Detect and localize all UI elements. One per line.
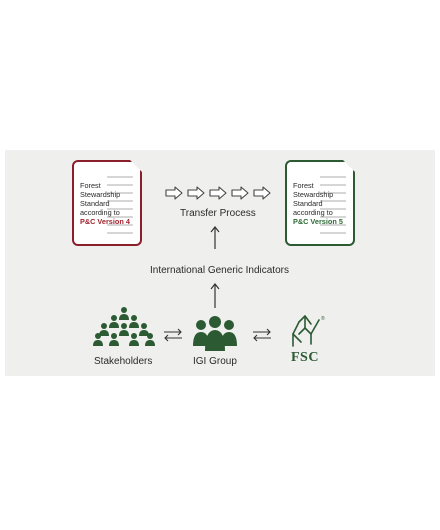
international-generic-indicators-label: International Generic Indicators (150, 265, 289, 276)
transfer-arrows-icon (165, 186, 273, 200)
igi-group-label: IGI Group (193, 356, 237, 367)
doc-line: Stewardship (80, 190, 121, 199)
doc-line: according to (293, 208, 333, 217)
igi-group-people-icon (193, 316, 237, 357)
doc-line: Standard (293, 199, 323, 208)
arrow-up-icon (210, 226, 220, 255)
document-pc-version-5: Forest Stewardship Standard according to… (285, 160, 355, 246)
document-lines (107, 176, 133, 240)
document-lines (320, 176, 346, 240)
document-fold (343, 160, 355, 172)
exchange-arrows-icon (163, 328, 183, 347)
stakeholders-label: Stakeholders (94, 356, 153, 367)
arrow-up-icon (210, 283, 220, 314)
doc-line: Forest (293, 181, 314, 190)
fsc-tree-logo-icon (289, 314, 325, 353)
doc-line: Forest (80, 181, 101, 190)
document-pc-version-4: Forest Stewardship Standard according to… (72, 160, 142, 246)
document-text: Forest Stewardship Standard according to… (293, 181, 363, 226)
fsc-logo-text: FSC (291, 350, 319, 365)
document-text: Forest Stewardship Standard according to… (80, 181, 150, 226)
doc-line: Stewardship (293, 190, 334, 199)
diagram-panel: Forest Stewardship Standard according to… (5, 150, 435, 376)
document-fold (130, 160, 142, 172)
exchange-arrows-icon (252, 328, 272, 347)
doc-version: P&C Version 4 (80, 217, 130, 226)
doc-line: according to (80, 208, 120, 217)
fsc-registered-mark: ® (321, 316, 325, 322)
doc-line: Standard (80, 199, 110, 208)
transfer-process-label: Transfer Process (180, 208, 256, 219)
stakeholders-people-icon (93, 306, 155, 353)
doc-version: P&C Version 5 (293, 217, 343, 226)
